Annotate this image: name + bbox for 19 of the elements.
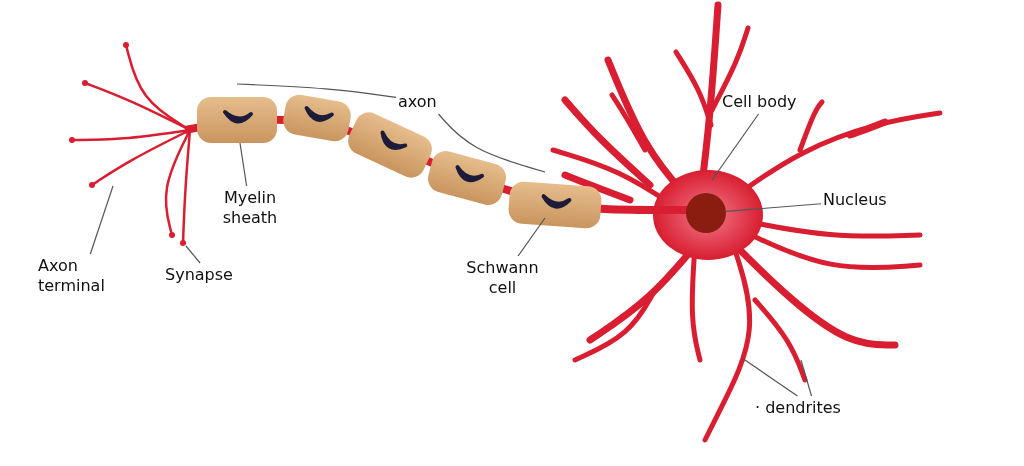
part-label: Cell body [722, 92, 812, 112]
part-label: · dendrites [755, 398, 875, 418]
part-label: axon [398, 92, 458, 112]
nucleus [686, 193, 726, 233]
leader-line [711, 113, 760, 181]
leader-line [239, 142, 248, 187]
part-label: Myelin sheath [210, 188, 290, 228]
leader-line [741, 357, 799, 397]
leader-line [437, 113, 546, 173]
leader-line [725, 203, 822, 212]
leader-line [89, 185, 114, 255]
part-label: Schwann cell [455, 258, 550, 298]
leader-line [517, 217, 546, 257]
leader-line [800, 359, 813, 397]
part-label: Synapse [165, 265, 255, 285]
leader-line [185, 245, 201, 264]
leader-line [236, 83, 397, 99]
part-label: Axon terminal [38, 256, 128, 296]
part-label: Nucleus [823, 190, 913, 210]
